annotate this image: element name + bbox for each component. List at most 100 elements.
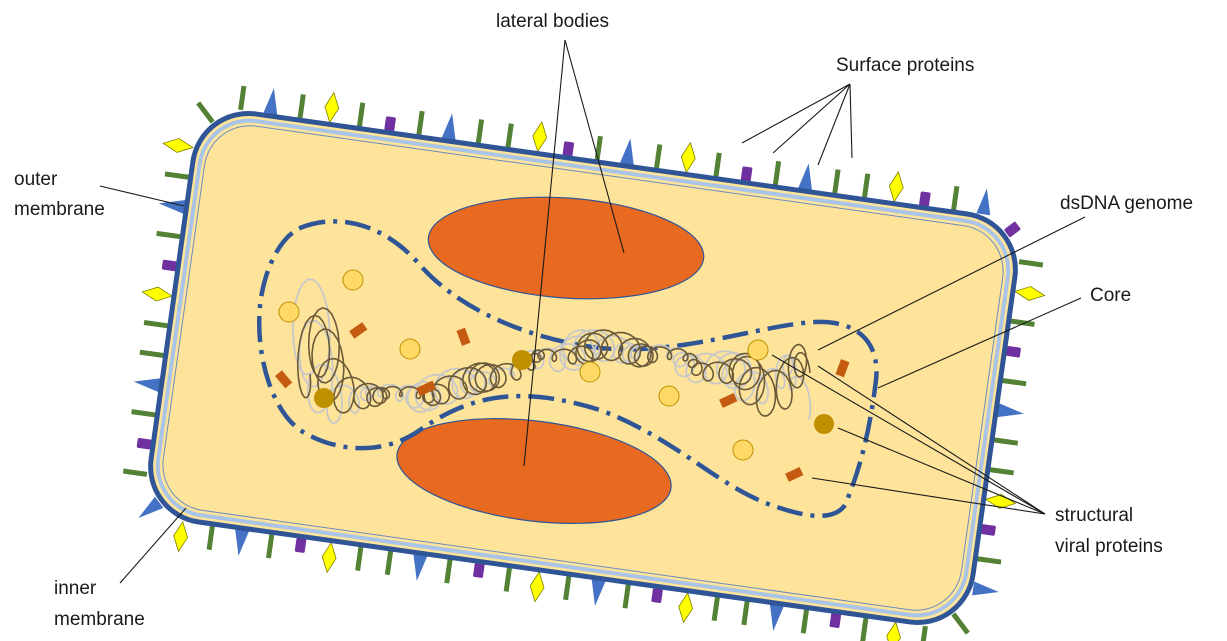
spike-diamond-icon <box>1014 284 1046 302</box>
surface-protein <box>773 161 781 185</box>
leader-surface-2 <box>773 84 850 153</box>
surface-protein <box>238 86 246 110</box>
leader-inner-membrane <box>120 508 186 583</box>
surface-protein <box>919 191 931 206</box>
spike-purple-block-icon <box>295 538 307 553</box>
label-lateral-bodies: lateral bodies <box>496 11 609 32</box>
surface-protein <box>989 467 1013 475</box>
surface-protein <box>712 597 720 621</box>
spike-triangle-icon <box>766 604 783 632</box>
protein-gold <box>814 414 834 434</box>
leader-surface-1 <box>742 84 850 143</box>
spike-bar-icon <box>1019 259 1043 267</box>
surface-protein <box>232 529 249 557</box>
spike-triangle-icon <box>972 582 1000 599</box>
spike-bar-icon <box>595 136 603 160</box>
spike-bar-icon <box>832 169 840 193</box>
surface-protein <box>444 559 452 583</box>
spike-diamond-icon <box>162 136 194 154</box>
spike-purple-block-icon <box>473 563 485 578</box>
spike-bar-icon <box>196 101 214 123</box>
spike-bar-icon <box>994 437 1018 445</box>
surface-protein <box>207 526 215 550</box>
label-core: Core <box>1090 285 1131 306</box>
surface-protein <box>832 169 840 193</box>
surface-protein <box>798 162 815 190</box>
label-inner-membrane-line1: inner <box>54 578 97 599</box>
spike-bar-icon <box>207 526 215 550</box>
label-outer-membrane-line1: outer <box>14 169 58 190</box>
spike-bar-icon <box>741 601 749 625</box>
surface-protein <box>741 601 749 625</box>
protein-light <box>659 386 679 406</box>
surface-protein <box>140 350 164 358</box>
spike-bar-icon <box>156 231 180 239</box>
spike-purple-block-icon <box>741 166 753 181</box>
surface-protein <box>266 534 274 558</box>
leader-outer-membrane <box>100 186 184 206</box>
surface-protein <box>162 136 194 154</box>
label-structural-line1: structural <box>1055 505 1133 526</box>
spike-triangle-icon <box>442 112 459 140</box>
spike-diamond-icon <box>141 285 173 303</box>
surface-protein <box>976 187 993 215</box>
spike-diamond-icon <box>677 592 695 624</box>
surface-protein <box>951 186 959 210</box>
spike-bar-icon <box>357 102 365 126</box>
surface-protein <box>651 588 663 603</box>
surface-protein <box>442 112 459 140</box>
spike-triangle-icon <box>588 579 605 607</box>
spike-bar-icon <box>238 86 246 110</box>
spike-diamond-icon <box>323 92 341 124</box>
surface-protein <box>588 579 605 607</box>
spike-triangle-icon <box>133 375 161 392</box>
spike-bar-icon <box>385 551 393 575</box>
spike-bar-icon <box>623 584 631 608</box>
spike-bar-icon <box>712 597 720 621</box>
protein-light <box>580 362 600 382</box>
protein-light <box>748 340 768 360</box>
surface-protein <box>473 563 485 578</box>
spike-bar-icon <box>123 469 147 477</box>
surface-protein <box>134 497 163 524</box>
spike-bar-icon <box>862 173 870 197</box>
surface-protein <box>165 171 189 179</box>
surface-protein <box>320 542 338 574</box>
spike-bar-icon <box>505 123 513 147</box>
spike-diamond-icon <box>528 571 546 603</box>
surface-protein <box>994 437 1018 445</box>
spike-triangle-icon <box>410 554 427 582</box>
surface-protein <box>123 469 147 477</box>
label-dsdna-genome: dsDNA genome <box>1060 193 1193 214</box>
surface-protein <box>981 524 996 536</box>
surface-protein <box>860 617 868 641</box>
surface-protein <box>133 375 161 392</box>
spike-purple-block-icon <box>137 438 152 450</box>
protein-gold <box>314 388 334 408</box>
spike-diamond-icon <box>531 121 549 153</box>
surface-protein <box>156 231 180 239</box>
spike-bar-icon <box>1002 378 1026 386</box>
spike-purple-block-icon <box>562 141 574 156</box>
spike-bar-icon <box>951 612 969 634</box>
spike-bar-icon <box>860 617 868 641</box>
spike-bar-icon <box>444 559 452 583</box>
leader-surface-3 <box>818 84 850 165</box>
surface-protein <box>355 546 363 570</box>
surface-protein <box>766 604 783 632</box>
leader-surface-4 <box>850 84 852 158</box>
spike-diamond-icon <box>172 521 190 553</box>
spike-diamond-icon <box>885 621 903 641</box>
surface-protein <box>384 116 396 131</box>
spike-purple-block-icon <box>384 116 396 131</box>
surface-protein <box>829 613 841 628</box>
spike-diamond-icon <box>887 171 905 203</box>
surface-protein <box>920 626 928 641</box>
surface-protein <box>505 123 513 147</box>
surface-protein <box>1006 346 1021 358</box>
spike-bar-icon <box>773 161 781 185</box>
surface-protein <box>654 144 662 168</box>
surface-protein <box>1002 378 1026 386</box>
surface-protein <box>741 166 753 181</box>
